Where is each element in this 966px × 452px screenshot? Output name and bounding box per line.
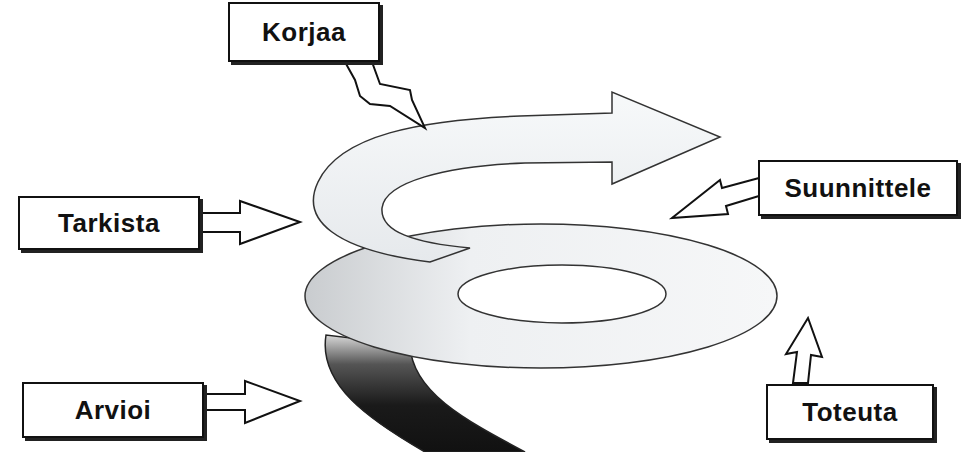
callout-arrow [672,178,759,218]
label-box: Suunnittele [758,160,958,216]
label-box: Korjaa [228,2,380,62]
spiral-arrow [313,92,720,262]
box-label: Toteuta [802,397,897,428]
label-box: Arvioi [22,382,204,438]
callout-arrow [203,381,300,423]
box-label: Arvioi [75,395,152,426]
label-box: Toteuta [766,384,934,440]
callout-arrow [199,201,300,244]
label-box: Tarkista [18,196,200,250]
callout-arrow [345,62,425,128]
box-label: Tarkista [58,208,160,239]
callout-arrow [786,318,822,383]
box-label: Suunnittele [784,173,931,204]
box-label: Korjaa [262,17,346,48]
